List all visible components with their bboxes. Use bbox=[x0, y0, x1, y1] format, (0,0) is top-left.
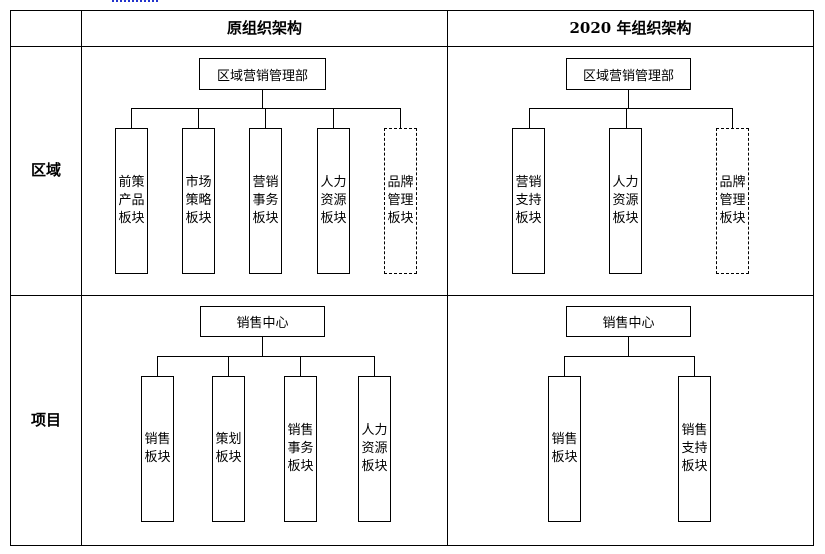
region-original-child-label: 前策产品板块 bbox=[118, 175, 145, 226]
region-original-child-label: 品牌管理板块 bbox=[387, 175, 414, 226]
connector bbox=[300, 356, 301, 376]
project-original-child-label: 策划板块 bbox=[215, 432, 242, 465]
connector bbox=[333, 108, 334, 128]
connector bbox=[198, 108, 199, 128]
connector bbox=[732, 108, 733, 128]
table-border-left bbox=[10, 10, 11, 546]
region-original-child-box: 前策产品板块 bbox=[115, 128, 148, 274]
spellcheck-mark bbox=[112, 0, 158, 2]
project-original-child-label: 人力资源板块 bbox=[361, 423, 388, 474]
region-2020-child-box: 人力资源板块 bbox=[609, 128, 642, 274]
connector bbox=[694, 356, 695, 376]
region-original-child-box: 人力资源板块 bbox=[317, 128, 350, 274]
connector bbox=[564, 356, 565, 376]
table-border-header bbox=[10, 46, 814, 47]
project-2020-top-label: 销售中心 bbox=[602, 316, 655, 331]
region-original-child-label: 市场策略板块 bbox=[185, 175, 212, 226]
connector bbox=[628, 90, 629, 108]
connector bbox=[564, 356, 695, 357]
connector bbox=[157, 356, 158, 376]
connector bbox=[374, 356, 375, 376]
region-original-child-label: 营销事务板块 bbox=[252, 175, 279, 226]
region-2020-child-label: 营销支持板块 bbox=[515, 175, 542, 226]
project-2020-child-box: 销售支持板块 bbox=[678, 376, 711, 522]
project-original-child-label: 销售板块 bbox=[144, 432, 171, 465]
connector bbox=[228, 356, 229, 376]
project-2020-child-label: 销售支持板块 bbox=[681, 423, 708, 474]
region-2020-top-label: 区域营销管理部 bbox=[582, 68, 674, 84]
project-original-child-box: 销售事务板块 bbox=[284, 376, 317, 522]
project-original-child-box: 人力资源板块 bbox=[358, 376, 391, 522]
region-original-child-box: 营销事务板块 bbox=[249, 128, 282, 274]
connector bbox=[628, 337, 629, 356]
project-2020-child-box: 销售板块 bbox=[548, 376, 581, 522]
table-border-bottom bbox=[10, 545, 814, 546]
connector bbox=[400, 108, 401, 128]
project-2020-top-box: 销售中心 bbox=[566, 306, 691, 337]
project-original-child-box: 策划板块 bbox=[212, 376, 245, 522]
region-2020-child-box: 营销支持板块 bbox=[512, 128, 545, 274]
connector bbox=[131, 108, 132, 128]
table-border-top bbox=[10, 10, 814, 11]
connector bbox=[157, 356, 375, 357]
project-original-child-box: 销售板块 bbox=[141, 376, 174, 522]
project-original-top-label: 销售中心 bbox=[236, 316, 289, 331]
region-2020-child-box-dashed: 品牌管理板块 bbox=[716, 128, 749, 274]
region-original-child-box-dashed: 品牌管理板块 bbox=[384, 128, 417, 274]
header-original: 原组织架构 bbox=[226, 19, 302, 37]
connector bbox=[262, 90, 263, 108]
connector bbox=[265, 108, 266, 128]
row-label-region: 区域 bbox=[31, 161, 62, 179]
region-2020-top-box: 区域营销管理部 bbox=[566, 58, 691, 90]
region-original-top-box: 区域营销管理部 bbox=[199, 58, 326, 90]
connector bbox=[529, 108, 733, 109]
header-2020: 2020 年组织架构 bbox=[569, 19, 692, 37]
connector bbox=[131, 108, 401, 109]
region-2020-child-label: 品牌管理板块 bbox=[719, 175, 746, 226]
connector bbox=[262, 337, 263, 356]
project-original-top-box: 销售中心 bbox=[200, 306, 325, 337]
row-label-project: 项目 bbox=[31, 411, 62, 429]
connector bbox=[529, 108, 530, 128]
table-border-col1 bbox=[81, 10, 82, 546]
table-border-mid bbox=[10, 295, 814, 296]
table-border-right bbox=[813, 10, 814, 546]
region-original-top-label: 区域营销管理部 bbox=[216, 68, 308, 84]
table-border-col2 bbox=[447, 10, 448, 546]
project-2020-child-label: 销售板块 bbox=[551, 432, 578, 465]
region-2020-child-label: 人力资源板块 bbox=[612, 175, 639, 226]
project-original-child-label: 销售事务板块 bbox=[287, 423, 314, 474]
region-original-child-box: 市场策略板块 bbox=[182, 128, 215, 274]
connector bbox=[626, 108, 627, 128]
region-original-child-label: 人力资源板块 bbox=[320, 175, 347, 226]
